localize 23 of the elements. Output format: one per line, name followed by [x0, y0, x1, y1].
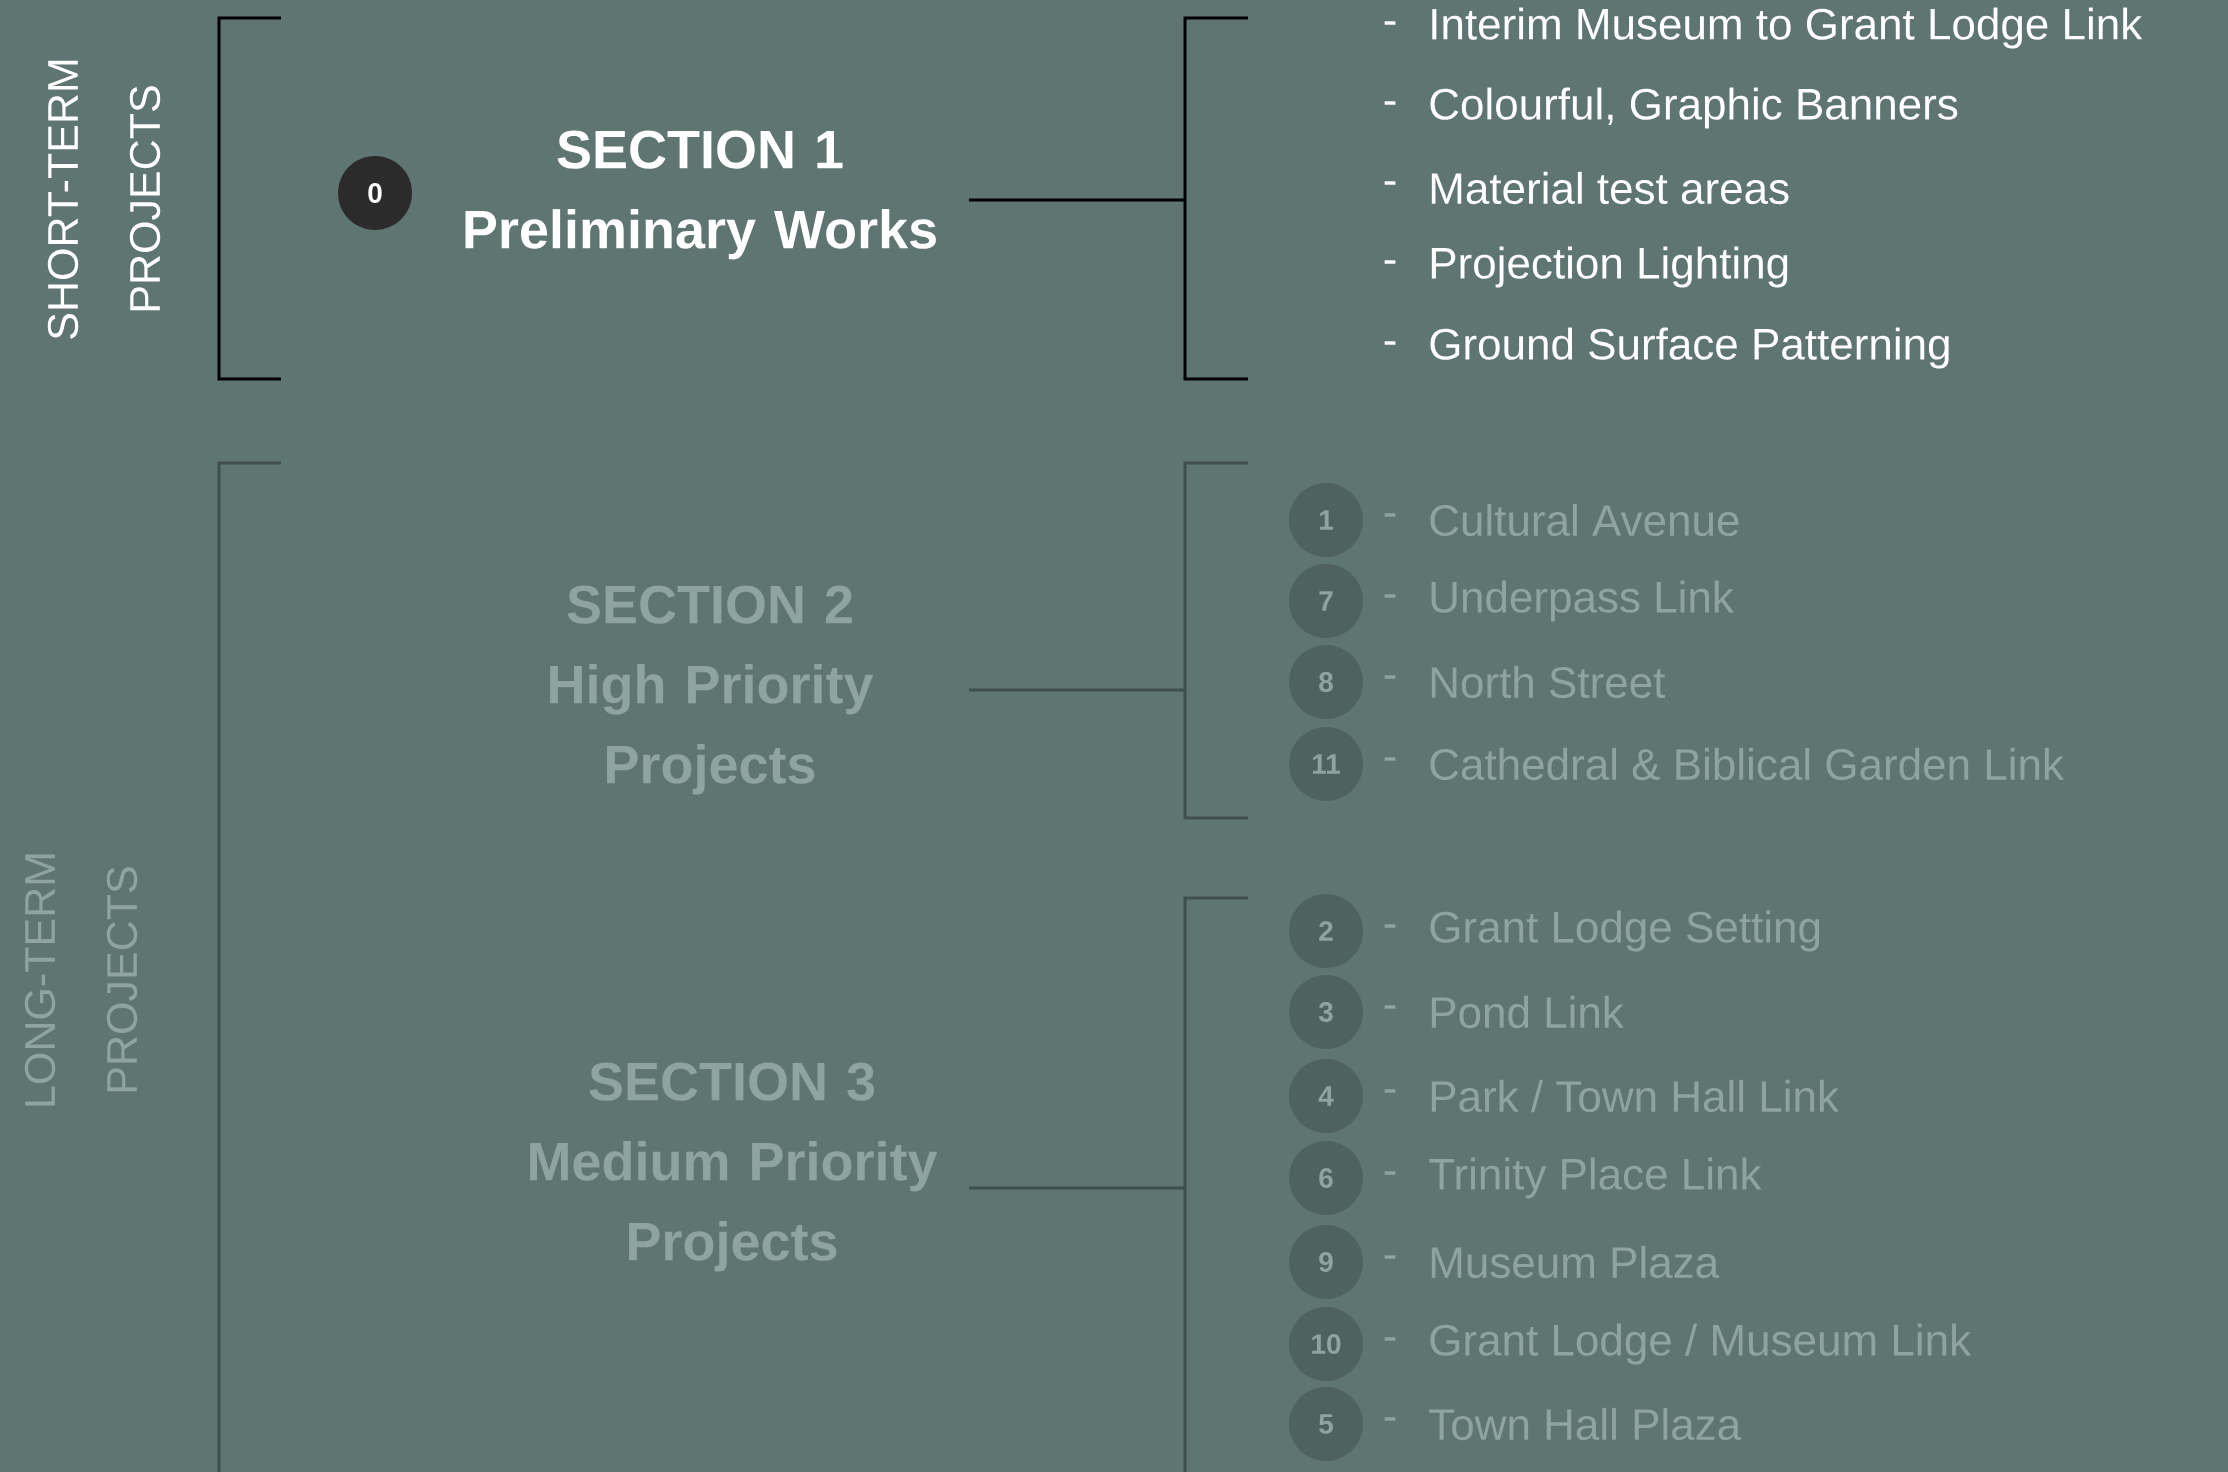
list-item: Projection Lighting: [1431, 246, 1788, 288]
list-dash: -: [1384, 1417, 1396, 1421]
list-item: Colourful, Graphic Banners: [1430, 87, 1958, 129]
list-item: Material test areas: [1431, 171, 1789, 205]
list-dash: -: [1384, 1005, 1396, 1009]
list-dash: -: [1384, 181, 1396, 185]
list-dash: -: [1384, 260, 1396, 264]
list-dash: -: [1384, 341, 1396, 345]
list-dash: -: [1384, 594, 1396, 598]
section-title: SECTION 1 Preliminary Works: [465, 130, 936, 260]
list-dash: -: [1384, 924, 1396, 928]
list-dash: -: [1384, 1255, 1396, 1259]
list-dash: -: [1384, 1337, 1396, 1341]
list-dash: -: [1384, 513, 1396, 517]
list-dash: -: [1384, 101, 1396, 105]
list-dash: -: [1384, 1171, 1396, 1175]
side-label: SHORT-TERM PROJECTS: [47, 60, 161, 339]
list-item: Ground Surface Patterning: [1430, 327, 1949, 369]
list-dash: -: [1384, 675, 1396, 679]
list-dash: -: [1384, 21, 1396, 25]
list-dash: -: [1384, 1089, 1396, 1093]
list-item: Interim Museum to Grant Lodge Link: [1432, 7, 2143, 49]
list-dash: -: [1384, 757, 1396, 761]
